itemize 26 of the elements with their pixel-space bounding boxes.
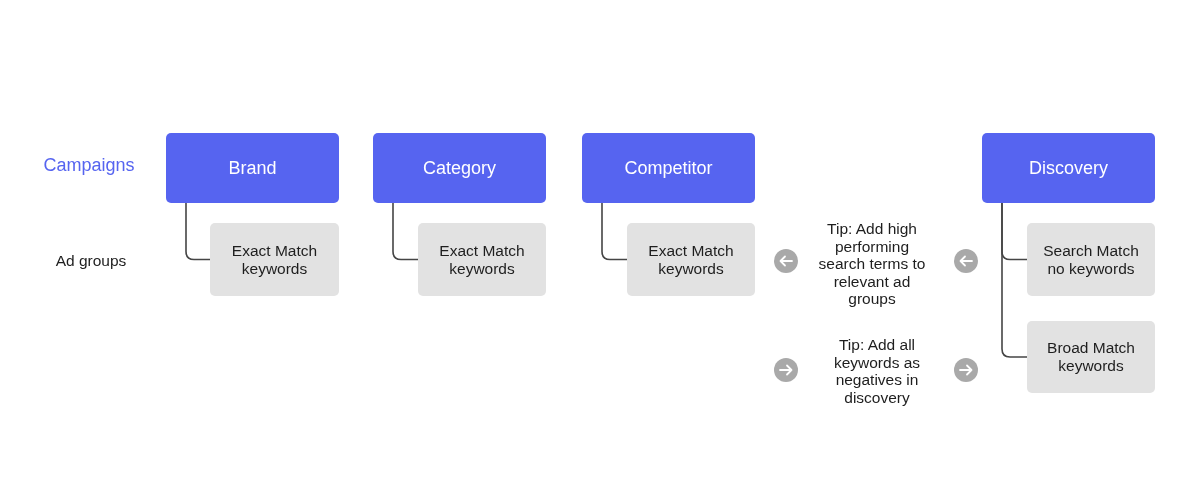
box-label: Search Match no keywords: [1042, 241, 1140, 278]
connector-line: [185, 202, 211, 261]
tip-text: Tip: Add all keywords as negatives in discovery: [832, 336, 922, 406]
campaign-box: [982, 133, 1155, 203]
row-heading: Ad groups: [54, 252, 128, 270]
tip-text: Tip: Add high performing search terms to relevant ad groups: [817, 220, 927, 308]
box-label: Exact Match keywords: [647, 241, 735, 278]
campaign-box: [582, 133, 755, 203]
box-label: Competitor: [624, 157, 713, 179]
connector-line: [601, 202, 628, 261]
ad-group-box: [1027, 223, 1155, 296]
connector-line: [392, 202, 419, 261]
campaign-box: [166, 133, 339, 203]
ad-group-box: [627, 223, 755, 296]
box-label: Brand: [228, 157, 277, 179]
box-label: Discovery: [1029, 157, 1108, 179]
ad-group-box: [418, 223, 546, 296]
ad-group-box: [1027, 321, 1155, 393]
ad-group-box: [210, 223, 339, 296]
box-label: Exact Match keywords: [438, 241, 526, 278]
campaign-box: [373, 133, 546, 203]
box-label: Broad Match keywords: [1046, 339, 1136, 375]
box-label: Exact Match keywords: [230, 241, 319, 278]
row-heading: Campaigns: [42, 157, 136, 175]
box-label: Category: [422, 157, 496, 179]
connector-line: [1001, 202, 1028, 358]
